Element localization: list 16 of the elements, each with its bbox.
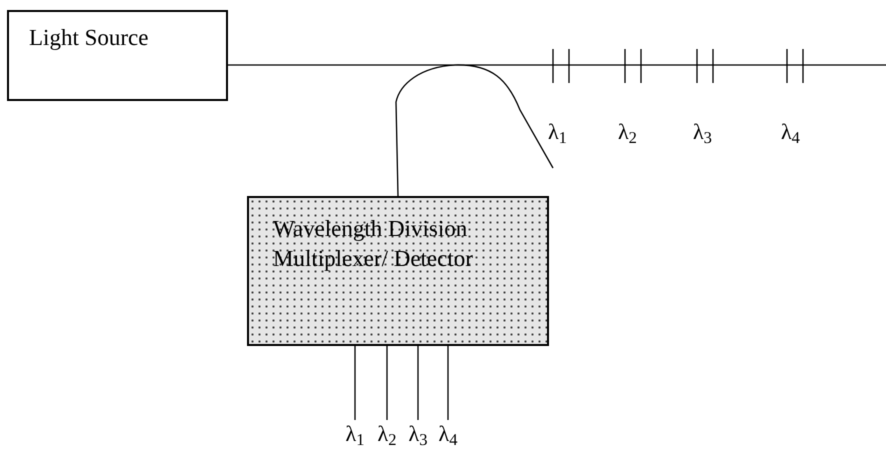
output-line [447, 346, 449, 420]
light-source-box: Light Source [7, 10, 228, 101]
wavelength-label: λ$_{2}$ [375, 420, 399, 448]
wavelength-label: λ$_{2}$ [618, 118, 637, 146]
wavelength-label: λ$_{3}$ [406, 420, 430, 448]
wavelength-label: λ$_{1}$ [548, 118, 567, 146]
optical-fiber [228, 64, 886, 66]
wavelength-label: λ$_{3}$ [693, 118, 712, 146]
multiplexer-box: Wavelength Division Multiplexer/ Detector [247, 196, 549, 346]
output-line [386, 346, 388, 420]
wavelength-label: λ$_{4}$ [436, 420, 460, 448]
wavelength-label: λ$_{1}$ [343, 420, 367, 448]
output-line [417, 346, 419, 420]
optical-fiber [395, 64, 554, 196]
output-line [354, 346, 356, 420]
wavelength-label: λ$_{4}$ [781, 118, 800, 146]
